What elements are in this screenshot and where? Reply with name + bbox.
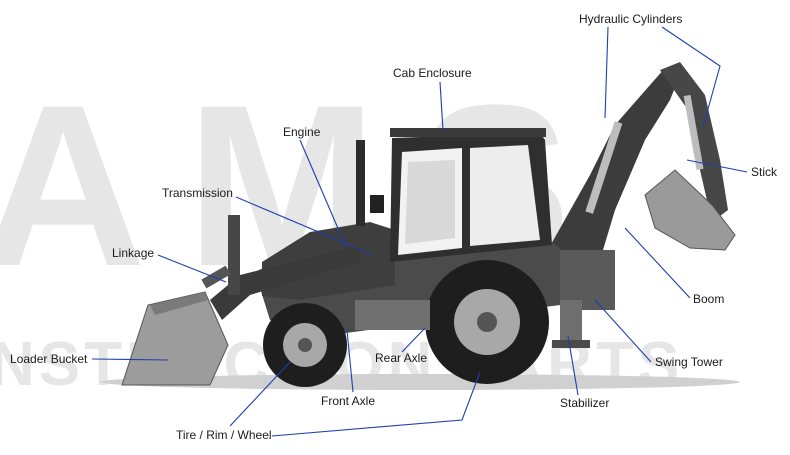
leader-lines xyxy=(91,26,748,437)
label-transmission: Transmission xyxy=(162,186,233,200)
label-swing-tower: Swing Tower xyxy=(655,355,723,369)
stick-shape xyxy=(660,62,728,222)
cab-window-side-shape xyxy=(470,145,540,246)
leader-stabilizer xyxy=(567,335,579,396)
hydraulic-cylinder-shape-1 xyxy=(585,121,623,214)
leader-rear-axle xyxy=(401,327,426,353)
leader-tire-rear xyxy=(271,371,481,437)
cab-roof-shape xyxy=(390,128,546,137)
front-wheel-shape xyxy=(263,303,347,387)
labels: Hydraulic Cylinders Cab Enclosure Engine… xyxy=(10,12,778,442)
linkage-shape xyxy=(228,215,240,295)
label-hydraulic-cylinders: Hydraulic Cylinders xyxy=(579,12,682,26)
label-engine: Engine xyxy=(283,125,321,139)
rear-axle-housing-shape xyxy=(355,300,430,330)
stabilizer-leg-shape xyxy=(560,300,582,348)
hydraulic-cylinder-shape-2 xyxy=(683,94,704,170)
leader-linkage xyxy=(157,254,227,283)
leader-tire-front xyxy=(229,361,291,427)
label-loader-bucket: Loader Bucket xyxy=(10,352,88,366)
leader-loader-bucket xyxy=(91,358,169,361)
leader-engine xyxy=(299,139,347,248)
label-cab-enclosure: Cab Enclosure xyxy=(393,66,472,80)
leader-cab-enclosure xyxy=(439,81,444,131)
leader-stick xyxy=(686,159,748,173)
label-stick: Stick xyxy=(751,165,778,179)
label-rear-axle: Rear Axle xyxy=(375,351,427,365)
backhoe-bucket-shape xyxy=(644,169,736,251)
exhaust-stack-shape xyxy=(356,140,365,226)
backhoe-illustration xyxy=(100,62,740,390)
beacon-light-shape xyxy=(370,195,384,213)
label-boom: Boom xyxy=(693,292,724,306)
label-stabilizer: Stabilizer xyxy=(560,396,609,410)
leader-boom xyxy=(624,227,691,299)
stabilizer-pad-shape xyxy=(552,340,590,348)
loader-bucket-lip-shape xyxy=(150,292,208,315)
linkage-bar-shape xyxy=(201,265,231,289)
cab-interior-shape xyxy=(405,160,455,244)
boom-shape xyxy=(545,68,680,275)
rear-wheel-shape xyxy=(425,260,549,384)
leader-front-axle xyxy=(346,329,354,393)
label-tire-rim-wheel: Tire / Rim / Wheel xyxy=(176,428,272,442)
loader-bucket-shape xyxy=(121,291,229,386)
label-linkage: Linkage xyxy=(112,246,154,260)
leader-hydraulic-cylinders-right xyxy=(661,26,721,128)
ground-shadow xyxy=(100,374,740,390)
leader-swing-tower xyxy=(594,299,652,363)
label-front-axle: Front Axle xyxy=(321,394,375,408)
leader-transmission xyxy=(235,196,374,256)
loader-arm-shape xyxy=(210,245,360,320)
leader-hydraulic-cylinders-left xyxy=(604,26,609,119)
